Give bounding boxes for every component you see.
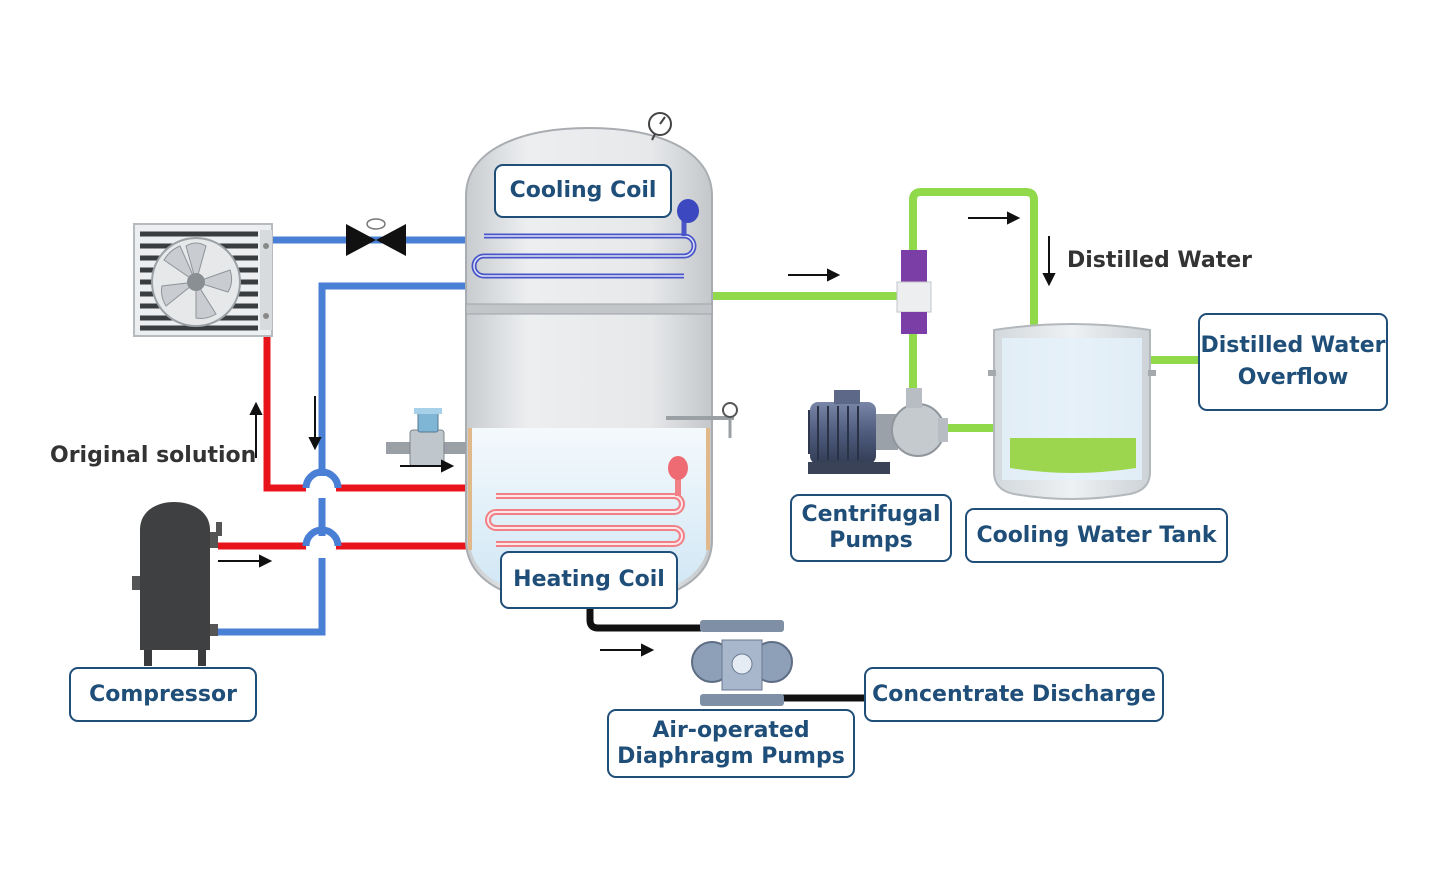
concentrate-discharge-label: Concentrate Discharge <box>864 667 1164 722</box>
pipe-crossovers <box>302 468 342 547</box>
cooling-coil-valve-icon <box>677 199 699 223</box>
cooling-water-tank-icon <box>988 323 1156 500</box>
centrifugal-pump-icon <box>808 388 948 474</box>
heating-coil-label: Heating Coil <box>500 551 678 609</box>
heating-coil-text: Heating Coil <box>513 567 665 592</box>
cooling-water-tank-label: Cooling Water Tank <box>965 508 1228 563</box>
pressure-gauge-icon <box>648 112 672 141</box>
distilled-pipes <box>712 188 1202 432</box>
diaphragm-pump-icon <box>691 620 793 706</box>
cooling-water-tank-text: Cooling Water Tank <box>976 522 1217 548</box>
diaphragm-pumps-line1: Air-operated <box>652 717 810 743</box>
centrifugal-pumps-line2: Pumps <box>829 528 913 553</box>
hot-pipes <box>218 336 470 550</box>
flow-arrows <box>218 211 1056 657</box>
diaphragm-pumps-line2: Diaphragm Pumps <box>617 743 845 769</box>
compressor-label: Compressor <box>69 667 257 722</box>
flow-meter-icon <box>386 408 466 467</box>
arrow-right-top-loop <box>968 211 1021 225</box>
distilled-water-text: Distilled Water <box>1067 248 1252 273</box>
compressor-text: Compressor <box>89 681 237 707</box>
cooling-coil-inner <box>473 235 695 277</box>
heating-coil-valve-icon <box>668 456 688 480</box>
discharge-pipes <box>586 600 866 702</box>
distilled-water-overflow-label: Distilled Water Overflow <box>1198 313 1388 411</box>
arrow-down-cold-return <box>308 396 322 451</box>
valve-icon <box>346 218 406 256</box>
cooling-coil-text: Cooling Coil <box>509 178 657 203</box>
heating-coil-inner <box>487 495 683 545</box>
distilled-water-overflow-line2: Overflow <box>1237 365 1349 390</box>
compressor-tank-icon <box>132 502 222 666</box>
arrow-right-compressor <box>218 554 273 568</box>
original-solution-text: Original solution <box>50 443 257 468</box>
side-gauge-icon <box>666 402 738 438</box>
arrow-down-distilled <box>1042 236 1056 287</box>
cooling-coil-label: Cooling Coil <box>494 164 672 218</box>
arrow-right-inlet <box>400 459 455 473</box>
centrifugal-pumps-label: Centrifugal Pumps <box>790 494 952 562</box>
arrow-right-discharge <box>600 643 655 657</box>
arrow-right-vapor <box>788 268 841 282</box>
condenser-fan-unit <box>133 223 273 337</box>
diaphragm-pumps-label: Air-operated Diaphragm Pumps <box>607 709 855 778</box>
distilled-water-overflow-line1: Distilled Water <box>1200 333 1386 358</box>
concentrate-discharge-text: Concentrate Discharge <box>872 681 1156 707</box>
arrow-up-original-solution <box>249 401 263 458</box>
flow-indicator-icon <box>896 250 932 334</box>
centrifugal-pumps-line1: Centrifugal <box>801 502 941 527</box>
